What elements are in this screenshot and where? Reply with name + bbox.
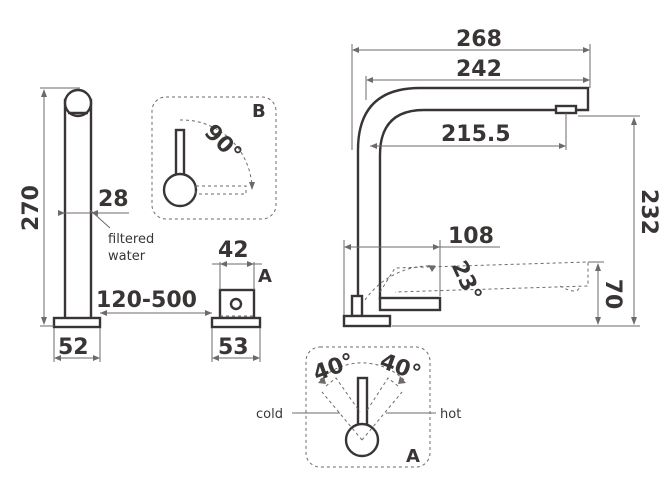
spout-body — [356, 86, 590, 300]
main-faucet: 23° 268 242 215.5 232 108 — [342, 27, 661, 328]
dim-53: 53 — [218, 335, 249, 360]
angle-40-hot: 40° — [376, 349, 424, 387]
angle-40-cold: 40° — [310, 349, 358, 387]
detail-a-frame — [305, 346, 431, 468]
side-view: 270 28 52 — [19, 87, 129, 362]
main-lever — [378, 296, 442, 312]
main-base — [342, 314, 392, 328]
dim-242: 242 — [456, 57, 502, 82]
tap-top-cap — [63, 88, 93, 118]
angle-90: 90° — [199, 120, 246, 167]
dim-270: 270 — [19, 185, 44, 231]
detail-b-frame — [151, 96, 277, 220]
detail-b: 90° B — [151, 96, 277, 220]
filtered-water-label: filtered — [108, 232, 154, 247]
cold-label: cold — [256, 407, 283, 422]
detail-a-label-bottom: A — [406, 446, 420, 467]
tap-base — [52, 316, 102, 329]
tap-column — [63, 98, 93, 324]
angle-23: 23° — [446, 257, 486, 305]
dim-28: 28 — [98, 187, 129, 212]
dim-120-500: 120-500 — [96, 288, 197, 313]
side-handle-view: 42 A 53 — [210, 238, 272, 362]
dim-268: 268 — [456, 27, 502, 52]
filtered-water-label-2: water — [108, 249, 146, 264]
dim-232: 232 — [636, 189, 661, 235]
detail-a: 40° 40° cold hot A — [256, 346, 461, 468]
dim-52: 52 — [58, 335, 89, 360]
hot-label: hot — [440, 407, 461, 422]
dim-42: 42 — [218, 238, 249, 263]
lever-knob — [162, 172, 198, 208]
dim-70: 70 — [600, 279, 625, 310]
dim-215-5: 215.5 — [441, 122, 511, 147]
detail-a-label-top: A — [258, 266, 272, 287]
detail-b-label: B — [252, 101, 266, 122]
dim-108: 108 — [448, 224, 494, 249]
